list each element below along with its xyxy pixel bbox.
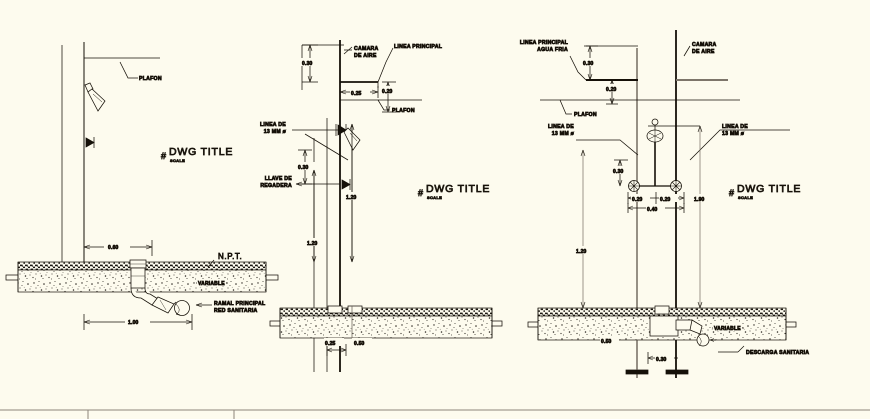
dim-040: 0.40 — [647, 207, 658, 213]
label-linea-principal-af-2: AGUA FRIA — [537, 47, 568, 53]
dim-020-pair-group: 0.20 0.20 — [627, 192, 685, 204]
dim-050-left-group: 0.50 — [600, 336, 619, 345]
dim-120-right-panel-group: 1.20 — [575, 149, 593, 309]
dim-025-bottom: 0.25 — [325, 341, 336, 347]
label-linea-de-mid-2: 13 MM ø — [264, 129, 287, 135]
dim-030-top-group: 0.30 — [301, 44, 319, 83]
dwg-title-right: DWG TITLE — [737, 183, 801, 195]
dim-020-top-right: 0.20 — [606, 87, 617, 93]
dim-100-group: 1.00 — [83, 314, 193, 330]
hash-marker-mid: # — [418, 188, 423, 198]
dim-025: 0.25 — [351, 91, 362, 97]
npt-leader — [207, 259, 215, 268]
label-camara-right-1: CAMARA — [692, 42, 717, 48]
dim-050-left: 0.50 — [601, 339, 612, 345]
label-linea-principal-af-1: LINEA PRINCIPAL — [520, 40, 569, 46]
dwg-scale-right: SCALE — [738, 195, 753, 200]
dim-120-left-group: 1.20 — [306, 169, 324, 263]
dim-030-top: 0.30 — [302, 61, 313, 67]
label-linea-de-right-r2: 13 MM ø — [722, 131, 745, 137]
label-llave-2: REGADERA — [260, 183, 292, 189]
label-plafon-right: PLAFON — [574, 112, 597, 118]
linea-13mm-leader-left — [576, 139, 639, 156]
ramal-leader — [195, 302, 212, 308]
linea-principal-leader — [377, 47, 394, 83]
label-linea-de-right-r1: LINEA DE — [722, 124, 748, 130]
dim-040-group: 0.40 — [627, 203, 685, 213]
label-camara-2: DE AIRE — [354, 53, 377, 59]
dim-030-top-right: 0.30 — [583, 61, 594, 67]
dim-100: 1.00 — [128, 320, 139, 326]
label-plafon-mid: PLAFON — [392, 108, 415, 114]
af-leader — [569, 55, 587, 81]
valve-leader — [304, 133, 349, 161]
dim-120-right-panel: 1.20 — [576, 249, 587, 255]
dim-190-group: 1.90 — [693, 125, 711, 309]
dim-020-b: 0.20 — [660, 197, 671, 203]
dim-025-bottom-group: 0.25 — [324, 338, 347, 356]
dim-030-bottom: 0.30 — [656, 357, 667, 363]
plafon-leader-mid — [377, 99, 390, 111]
floor-fitting-mid — [327, 305, 363, 338]
plafon-leader — [119, 61, 138, 79]
dim-060-group: 0.60 — [83, 240, 153, 256]
hash-marker-left: # — [161, 151, 166, 161]
dwg-title-mid: DWG TITLE — [426, 183, 490, 195]
label-camara-1: CAMARA — [354, 46, 379, 52]
label-camara-right-2: DE AIRE — [692, 49, 715, 55]
camara-leader2 — [343, 46, 353, 55]
panel-left: PLAFON 0.60 — [5, 42, 279, 330]
dim-120-right-group: 1.20 — [345, 123, 363, 263]
label-linea-de-right-l1: LINEA DE — [548, 124, 574, 130]
label-npt: N.P.T. — [218, 252, 242, 261]
dim-060: 0.60 — [108, 245, 119, 251]
label-variable-right: VARIABLE — [714, 326, 741, 332]
dim-020: 0.20 — [382, 89, 393, 95]
dim-020-a: 0.20 — [632, 197, 643, 203]
label-linea-principal: LINEA PRINCIPAL — [394, 44, 443, 50]
drain-trap — [129, 259, 190, 316]
label-plafon: PLAFON — [139, 76, 162, 82]
dim-120-left: 1.20 — [307, 241, 318, 247]
dim-050-bottom-group: 0.50 — [352, 338, 372, 347]
descarga-leader2 — [737, 345, 745, 353]
hash-marker-right: # — [729, 188, 734, 198]
valve-pair — [628, 180, 682, 192]
dim-120-right: 1.20 — [346, 195, 357, 201]
sanitary-discharge — [649, 305, 716, 347]
floor-slab-mid — [269, 307, 503, 339]
dwg-scale-mid: SCALE — [427, 195, 442, 200]
valve-symbol — [83, 137, 95, 148]
label-descarga-sanitaria: DESCARGA SANITARIA — [746, 350, 809, 356]
dwg-scale-left: SCALE — [170, 158, 185, 163]
bottom-fixtures — [625, 340, 689, 375]
faucet-fixture — [646, 118, 700, 186]
dim-050-bottom: 0.50 — [354, 341, 365, 347]
dim-030-left: 0.30 — [613, 169, 624, 175]
shower-head-icon — [84, 82, 106, 112]
valve-symbol-mid — [339, 179, 351, 190]
dim-025-group: 0.25 — [339, 86, 379, 98]
label-linea-de-right-l2: 13 MM ø — [552, 131, 575, 137]
dim-030-top-right-group: 0.30 — [582, 45, 600, 81]
dim-020-group: 0.20 — [381, 81, 399, 113]
label-linea-de-mid-1: LINEA DE — [260, 122, 286, 128]
label-variable: VARIABLE — [198, 281, 225, 287]
dim-030-left-group: 0.30 — [612, 159, 630, 187]
camara-right-leader — [683, 45, 691, 57]
plafon-leader-right — [559, 99, 572, 115]
panel-middle: 0.30 CAMARA DE AIRE LINEA PRINCIPAL 0.25 — [260, 40, 503, 372]
llave-arrow — [295, 181, 303, 187]
label-red-sanitaria: RED SANITARIA — [214, 308, 258, 314]
label-ramal-principal: RAMAL PRINCIPAL — [214, 301, 266, 307]
dwg-title-left: DWG TITLE — [169, 146, 233, 158]
dim-190: 1.90 — [694, 197, 705, 203]
label-llave-1: LLAVE DE — [265, 176, 293, 182]
dim-030-mid: 0.30 — [298, 165, 309, 171]
panel-right: 0.30 LINEA PRINCIPAL AGUA FRIA 0.20 CAMA… — [519, 30, 809, 378]
dim-030-bottom-group: 0.30 — [647, 352, 678, 364]
